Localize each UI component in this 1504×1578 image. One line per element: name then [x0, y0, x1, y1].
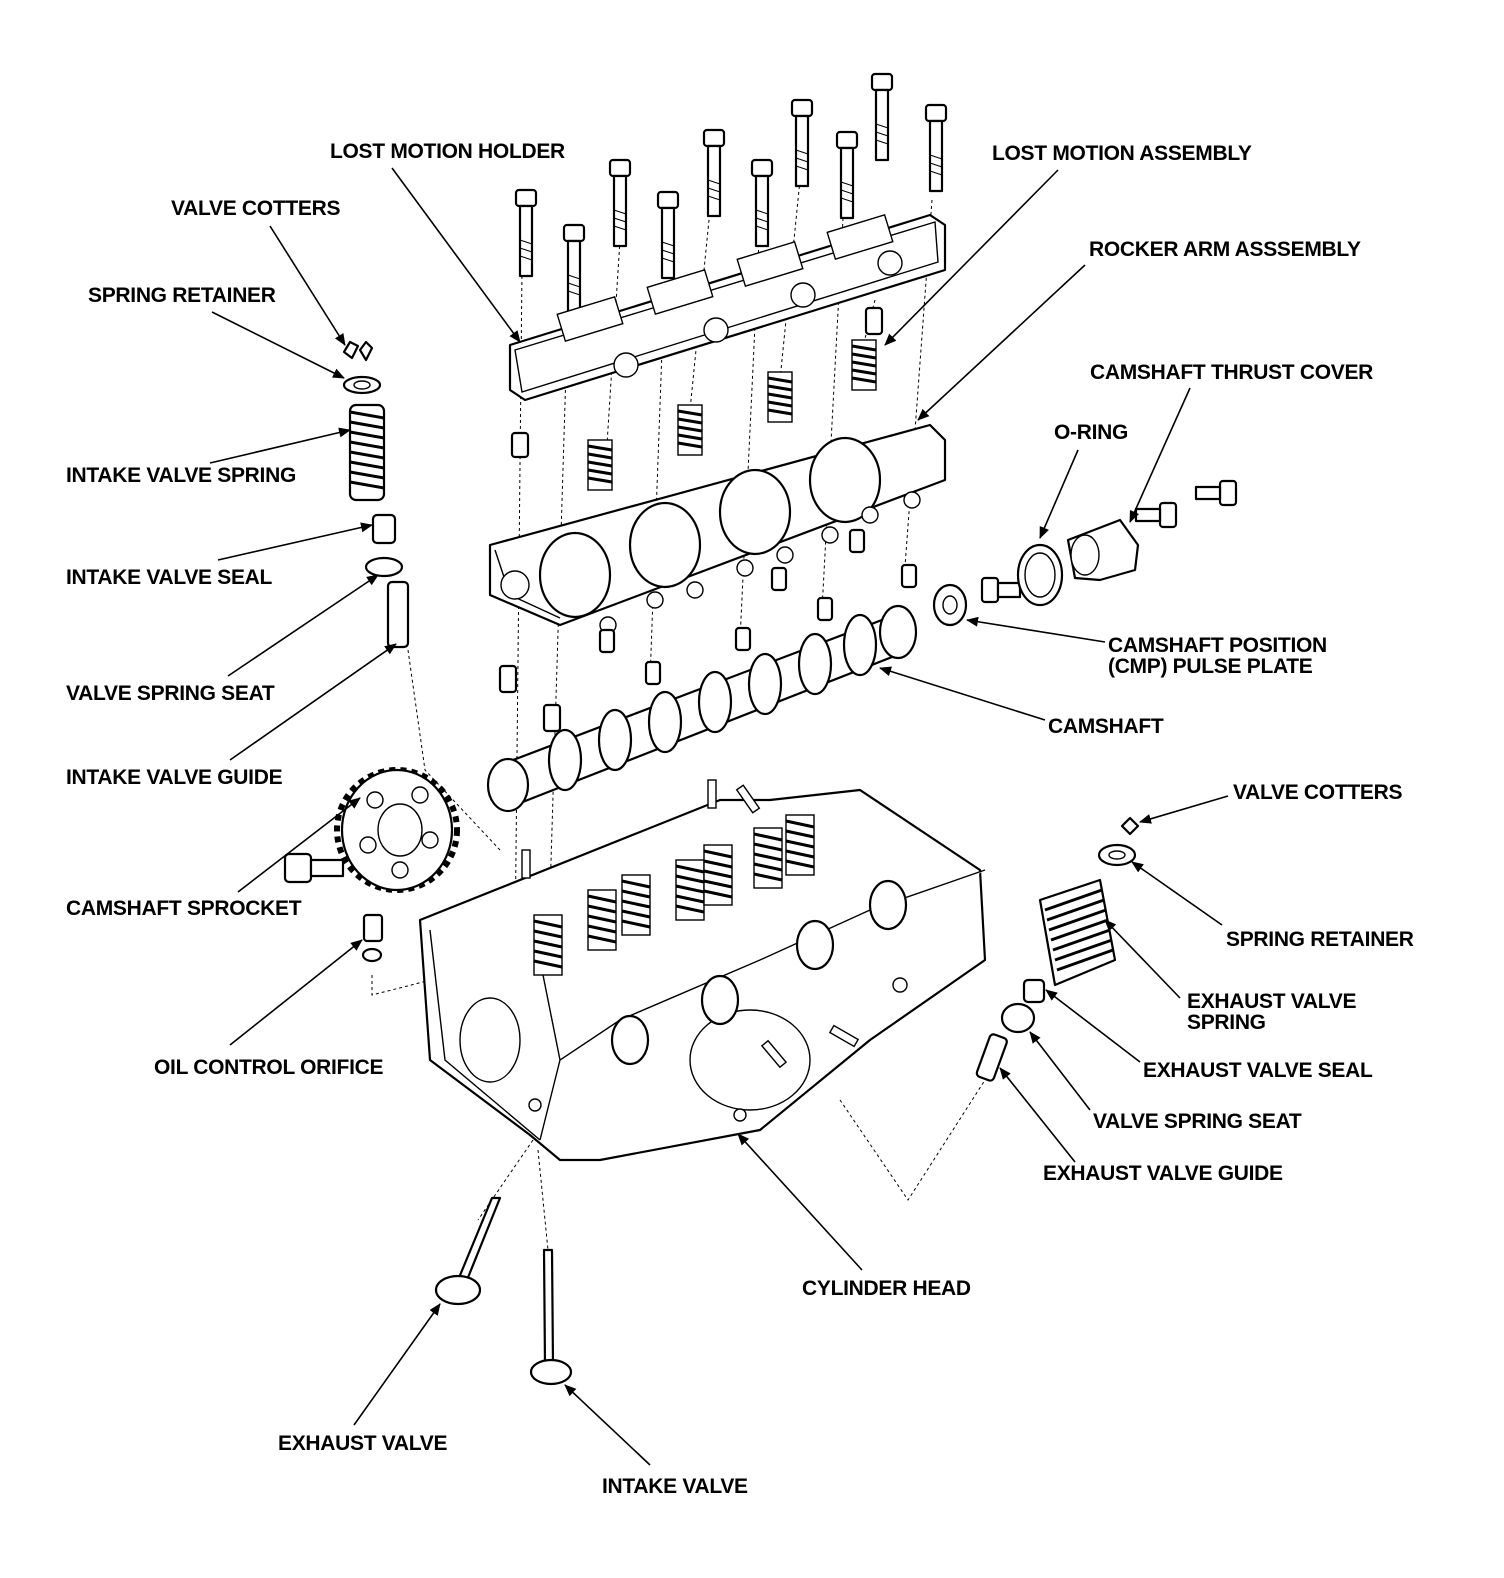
lost-motion-holder-part — [508, 213, 947, 402]
label-camshaft-thrust-cover: CAMSHAFT THRUST COVER — [1090, 361, 1374, 384]
camshaft-sprocket-part — [283, 767, 460, 893]
oil-control-orifice-part — [361, 913, 384, 963]
label-valve-cotters-left: VALVE COTTERS — [171, 197, 341, 220]
label-camshaft-sprocket: CAMSHAFT SPROCKET — [66, 897, 302, 920]
label-exhaust-valve: EXHAUST VALVE — [278, 1432, 448, 1455]
label-o-ring: O-RING — [1054, 421, 1129, 444]
exhaust-valve-stack — [975, 816, 1140, 1082]
label-spring-retainer-left: SPRING RETAINER — [88, 284, 276, 307]
thrust-cover-group — [932, 479, 1238, 627]
holder-bolts — [514, 72, 948, 313]
lost-motion-springs — [510, 306, 884, 491]
rocker-arm-assembly-part — [488, 423, 947, 733]
label-cylinder-head: CYLINDER HEAD — [802, 1277, 971, 1300]
label-rocker-arm-assembly: ROCKER ARM ASSSEMBLY — [1089, 238, 1361, 261]
label-cmp-pulse-plate-line1: CAMSHAFT POSITION — [1108, 634, 1327, 657]
label-intake-valve: INTAKE VALVE — [602, 1475, 748, 1498]
label-exhaust-valve-seal: EXHAUST VALVE SEAL — [1143, 1059, 1373, 1082]
label-lost-motion-holder: LOST MOTION HOLDER — [330, 140, 565, 163]
label-spring-retainer-right: SPRING RETAINER — [1226, 928, 1414, 951]
label-intake-valve-guide: INTAKE VALVE GUIDE — [66, 766, 283, 789]
label-intake-valve-seal: INTAKE VALVE SEAL — [66, 566, 273, 589]
leader-lines — [209, 167, 1229, 1466]
label-intake-valve-spring: INTAKE VALVE SPRING — [66, 464, 296, 487]
label-cmp-pulse-plate-line2: (CMP) PULSE PLATE — [1108, 655, 1313, 678]
label-oil-control-orifice: OIL CONTROL ORIFICE — [154, 1056, 384, 1079]
label-valve-spring-seat-left: VALVE SPRING SEAT — [66, 682, 275, 705]
label-valve-cotters-right: VALVE COTTERS — [1233, 781, 1403, 804]
cylinder-head-part — [418, 779, 987, 1162]
label-lost-motion-assembly: LOST MOTION ASSEMBLY — [992, 142, 1252, 165]
label-exhaust-valve-spring-line2: SPRING — [1187, 1011, 1266, 1034]
label-exhaust-valve-spring-line1: EXHAUST VALVE — [1187, 990, 1357, 1013]
intake-valve-stack — [342, 340, 410, 649]
label-exhaust-valve-guide: EXHAUST VALVE GUIDE — [1043, 1162, 1283, 1185]
label-camshaft: CAMSHAFT — [1048, 715, 1164, 738]
valves — [434, 1196, 573, 1386]
camshaft-part — [486, 604, 918, 813]
label-valve-spring-seat-right: VALVE SPRING SEAT — [1093, 1110, 1302, 1133]
